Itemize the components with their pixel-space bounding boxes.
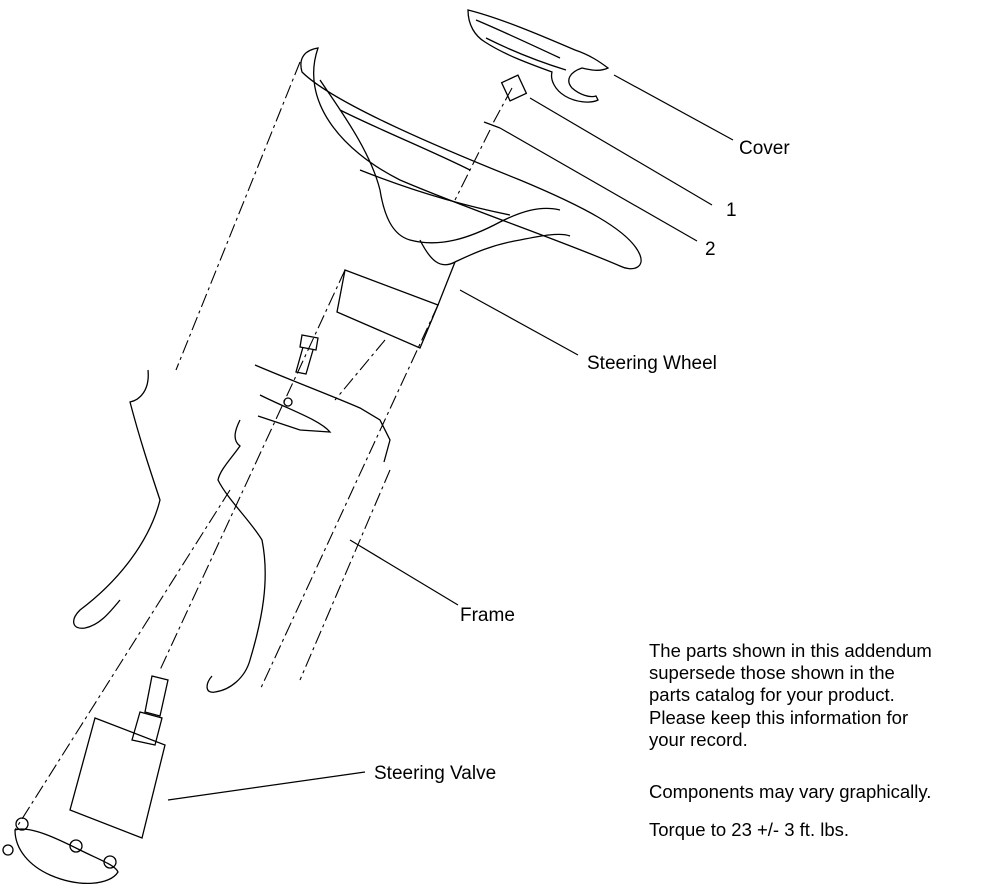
alignment-lines <box>14 61 513 831</box>
frame-bolt <box>295 334 319 375</box>
callout-cover: Cover <box>739 138 790 159</box>
leader-steering-valve <box>167 771 366 801</box>
addendum-note-line: Please keep this information for <box>649 706 909 728</box>
callout-steering-wheel: Steering Wheel <box>587 353 717 374</box>
cover-part <box>467 9 610 103</box>
callout-steering-valve: Steering Valve <box>374 763 497 784</box>
leader-frame <box>349 539 459 606</box>
addendum-note-line: parts catalog for your product. <box>649 684 895 706</box>
addendum-note-line: your record. <box>649 728 748 750</box>
callout-item-2: 2 <box>705 239 716 260</box>
leader-cover <box>613 74 734 141</box>
leader-steering-wheel <box>459 289 579 356</box>
steering-wheel-part <box>300 47 642 349</box>
callout-frame: Frame <box>460 605 515 626</box>
addendum-note-line: supersede those shown in the <box>649 662 895 684</box>
graphics-note: Components may vary graphically. <box>649 781 932 802</box>
addendum-note: The parts shown in this addendum superse… <box>649 640 932 751</box>
item-2-washer <box>483 121 501 129</box>
torque-note: Torque to 23 +/- 3 ft. lbs. <box>649 819 850 840</box>
leader-item-1 <box>529 97 713 206</box>
addendum-note-line: The parts shown in this addendum <box>649 640 932 661</box>
steering-valve-part <box>2 675 169 885</box>
leader-item-2 <box>499 127 698 242</box>
callout-item-1: 1 <box>726 200 737 221</box>
frame-part <box>73 364 391 693</box>
item-1-nut <box>500 74 528 102</box>
